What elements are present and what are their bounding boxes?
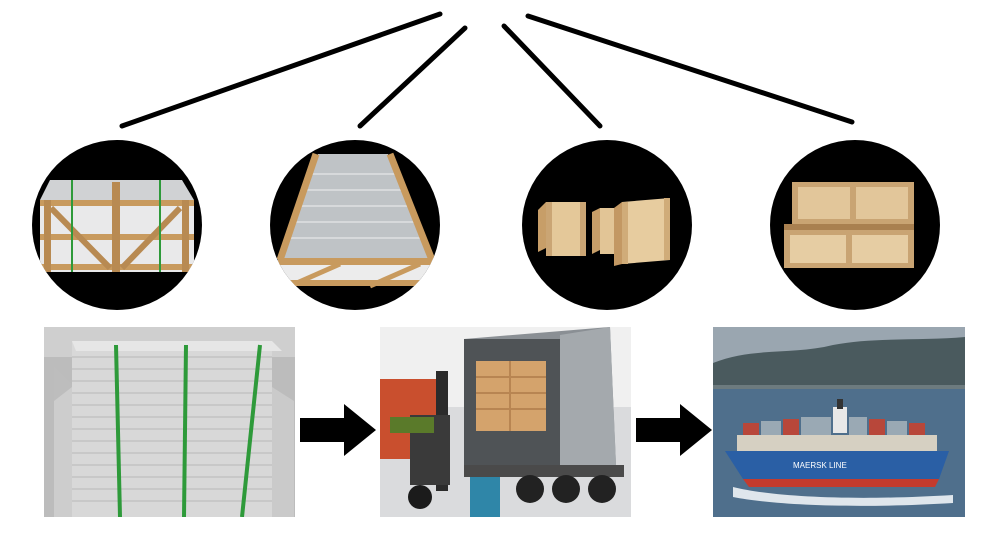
forklift-truck-container-icon	[380, 327, 631, 517]
packaging-option-crate-with-straps	[32, 140, 202, 310]
connector-line-3	[501, 23, 603, 129]
ship-hull-text: MAERSK LINE	[793, 461, 847, 470]
connector-line-1	[119, 11, 443, 129]
granite-slab-stack-icon	[44, 327, 295, 517]
stacked-plywood-cases-icon	[784, 182, 914, 268]
arrow-right-icon	[636, 404, 712, 456]
packaging-option-plywood-boxes	[522, 140, 692, 310]
connector-line-4	[525, 13, 855, 125]
connector-line-2	[357, 25, 468, 129]
arrow-right-icon	[300, 404, 376, 456]
flow-arrow-2	[636, 404, 712, 456]
packaging-option-open-top-crate	[270, 140, 440, 310]
process-step-granite-slabs	[44, 327, 295, 517]
container-ship-icon: MAERSK LINE	[713, 327, 965, 517]
packaging-option-stacked-plywood-cases	[770, 140, 940, 310]
process-step-sea-shipping: MAERSK LINE	[713, 327, 965, 517]
wooden-crate-strapped-icon	[40, 180, 194, 272]
connector-lines	[119, 11, 855, 129]
flow-arrow-1	[300, 404, 376, 456]
process-step-container-loading	[380, 327, 631, 517]
open-wooden-crate-icon	[276, 152, 436, 289]
plywood-boxes-icon	[538, 198, 670, 266]
